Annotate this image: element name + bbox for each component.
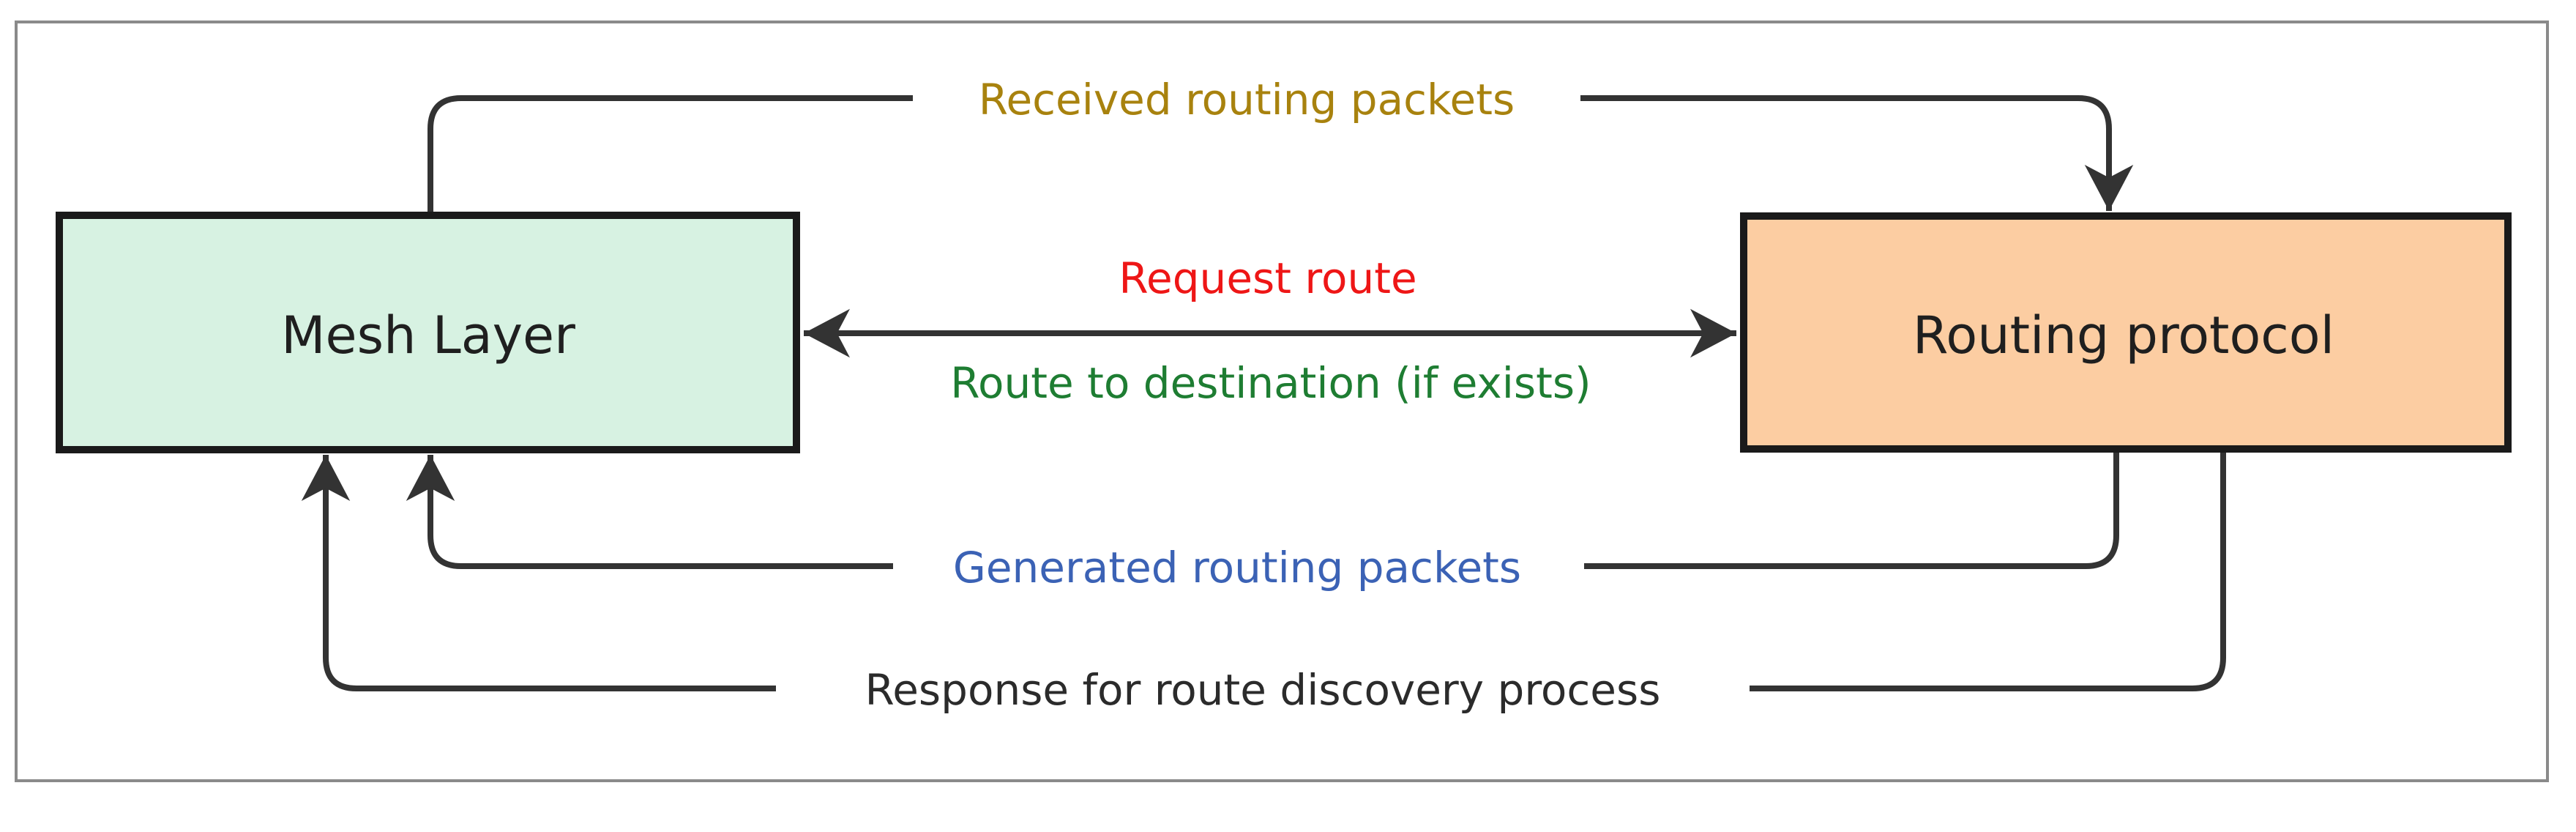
received-routing-packets-label: Received routing packets — [979, 75, 1515, 125]
received-routing-packets-label-bg — [913, 62, 1580, 135]
response-route-discovery-label-bg — [776, 652, 1750, 725]
routing-protocol-label: Routing protocol — [1913, 305, 2334, 365]
route-to-destination-label: Route to destination (if exists) — [950, 358, 1591, 408]
request-route-label: Request route — [1119, 253, 1416, 303]
response-route-discovery-label: Response for route discovery process — [865, 665, 1661, 715]
mesh-layer-label: Mesh Layer — [281, 305, 575, 365]
mesh-layer-node — [56, 212, 800, 453]
routing-protocol-node — [1740, 212, 2512, 453]
generated-routing-packets-label: Generated routing packets — [953, 543, 1521, 593]
generated-routing-packets-label-bg — [893, 530, 1584, 603]
diagram-border — [15, 21, 2549, 782]
